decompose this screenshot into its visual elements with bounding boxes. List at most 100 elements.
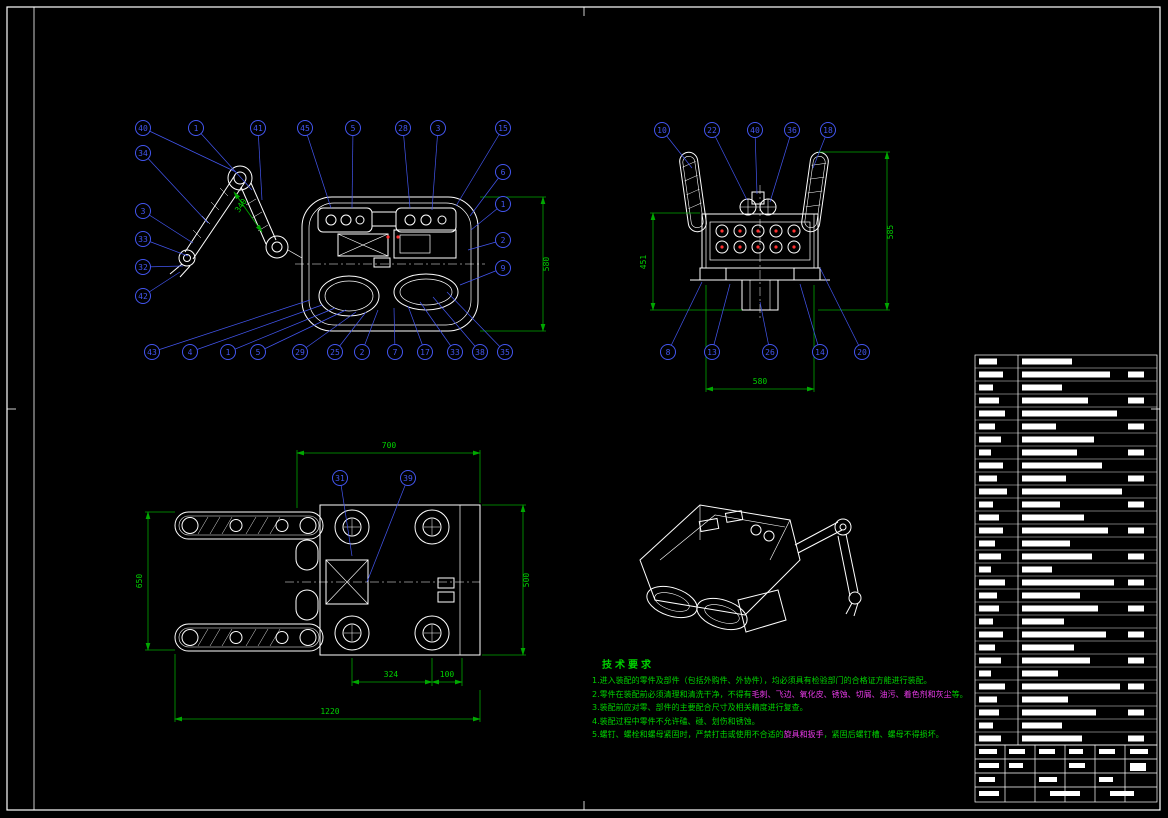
bom-cell-text-bar (1128, 709, 1144, 716)
balloon-callout (354, 344, 370, 360)
bom-cell-text-bar (1022, 657, 1090, 664)
balloon-number: 10 (657, 126, 667, 135)
balloon-number: 25 (330, 348, 340, 357)
bom-cell-text-bar (1022, 566, 1052, 573)
balloon-number: 31 (335, 474, 345, 483)
dimension-label: 324 (384, 670, 399, 679)
bom-cell-text-bar (1022, 618, 1064, 625)
balloon-leader (257, 309, 347, 353)
balloon-number: 13 (707, 348, 717, 357)
dimension-label: 580 (542, 257, 551, 272)
balloon-callout (660, 344, 676, 360)
balloon-number: 40 (750, 126, 760, 135)
bom-cell-text-bar (979, 566, 991, 573)
bom-cell-text-bar (1022, 696, 1068, 703)
dimension-label: 1220 (320, 707, 339, 716)
bom-cell-text-bar (1022, 501, 1060, 508)
bom-cell-text-bar (1022, 397, 1088, 404)
balloon-callout (747, 122, 763, 138)
dimension-label: 580 (753, 377, 768, 386)
balloon-callout (495, 232, 511, 248)
bom-cell-text-bar (979, 618, 993, 625)
balloon-leader (769, 129, 793, 203)
bom-cell-text-bar (979, 579, 1005, 586)
balloon-callout (430, 120, 446, 136)
tech-requirement-line: 2.零件在装配前必须清理和清洗干净，不得有毛刺、飞边、氧化皮、锈蚀、切屑、油污、… (592, 689, 968, 699)
balloon-callout (345, 120, 361, 136)
balloon-callout (135, 259, 151, 275)
balloon-callout (812, 344, 828, 360)
balloon-leader (366, 477, 409, 583)
bom-cell-text-bar (979, 540, 995, 547)
bom-cell-text-bar (1022, 644, 1074, 651)
bom-cell-text-bar (979, 527, 1003, 534)
balloon-callout (654, 122, 670, 138)
balloon-number: 5 (256, 348, 261, 357)
bom-cell-text-bar (1022, 384, 1062, 391)
dimension-lines (145, 151, 890, 722)
tech-requirement-line: 4.装配过程中零件不允许磕、碰、划伤和锈蚀。 (592, 716, 760, 726)
bom-cell-text-bar (1022, 735, 1082, 742)
tech-requirement-line: 5.螺钉、螺栓和螺母紧固时，严禁打击或使用不合适的旋具和扳手，紧固后螺钉槽、螺母… (592, 730, 944, 739)
bom-cell-text-bar (1022, 553, 1092, 560)
balloon-leader (469, 171, 504, 217)
bom-cell-text-bar (1128, 553, 1144, 560)
balloon-callout (400, 470, 416, 486)
balloon-callout (395, 120, 411, 136)
balloon-number: 1 (501, 200, 506, 209)
tech-requirements-lines: 1.进入装配的零件及部件（包括外购件、外协件），均必须具有检验部门的合格证方能进… (592, 674, 1022, 742)
bom-cell-text-bar (979, 371, 1003, 378)
bom-cell-text-bar (1128, 449, 1144, 456)
dimension-label: 585 (886, 225, 895, 240)
bom-rows (975, 358, 1157, 742)
balloon-number: 17 (420, 348, 430, 357)
bom-cell-text-bar (979, 475, 997, 482)
balloon-leader (189, 304, 323, 353)
balloon-number: 36 (787, 126, 797, 135)
balloon-number: 7 (393, 348, 398, 357)
bom-cell-text-bar (979, 423, 995, 430)
bom-cell-text-bar (1128, 423, 1144, 430)
balloon-callout (182, 344, 198, 360)
balloon-callout (472, 344, 488, 360)
bom-cell-text-bar (979, 722, 993, 729)
balloon-leader (407, 305, 426, 353)
title-block (974, 744, 1158, 803)
balloon-callout (387, 344, 403, 360)
balloon-leader (431, 127, 439, 211)
balloon-leader (227, 307, 336, 353)
bom-cell-text-bar (1022, 683, 1120, 690)
bom-cell-text-bar (1022, 358, 1072, 365)
balloon-callout (447, 344, 463, 360)
balloon-leader (339, 477, 353, 557)
bom-cell-text-bar (979, 631, 1003, 638)
balloon-leader (257, 127, 263, 201)
balloon-callout (220, 344, 236, 360)
balloon-leader (151, 299, 311, 353)
isometric-view (639, 504, 862, 633)
balloon-number: 6 (501, 168, 506, 177)
bom-cell-text-bar (979, 696, 997, 703)
sheet-border (6, 6, 1161, 811)
balloon-callout (762, 344, 778, 360)
bom-cell-text-bar (979, 657, 1001, 664)
balloon-number: 2 (360, 348, 365, 357)
bom-cell-text-bar (1128, 579, 1144, 586)
balloon-number: 38 (475, 348, 485, 357)
balloon-callout (135, 231, 151, 247)
bom-cell-text-bar (1022, 670, 1058, 677)
bom-cell-text-bar (979, 449, 991, 456)
red-markers (386, 229, 796, 249)
balloon-callout (495, 260, 511, 276)
balloon-leader (142, 210, 194, 244)
balloon-leader (419, 301, 456, 353)
balloon-number: 29 (295, 348, 305, 357)
bom-cell-text-bar (1022, 579, 1114, 586)
balloon-callout (327, 344, 343, 360)
bom-cell-text-bar (1022, 592, 1080, 599)
balloon-callout (332, 470, 348, 486)
dimension-label: 500 (522, 573, 531, 588)
bom-cell-text-bar (1022, 449, 1077, 456)
balloon-leader (446, 291, 506, 353)
